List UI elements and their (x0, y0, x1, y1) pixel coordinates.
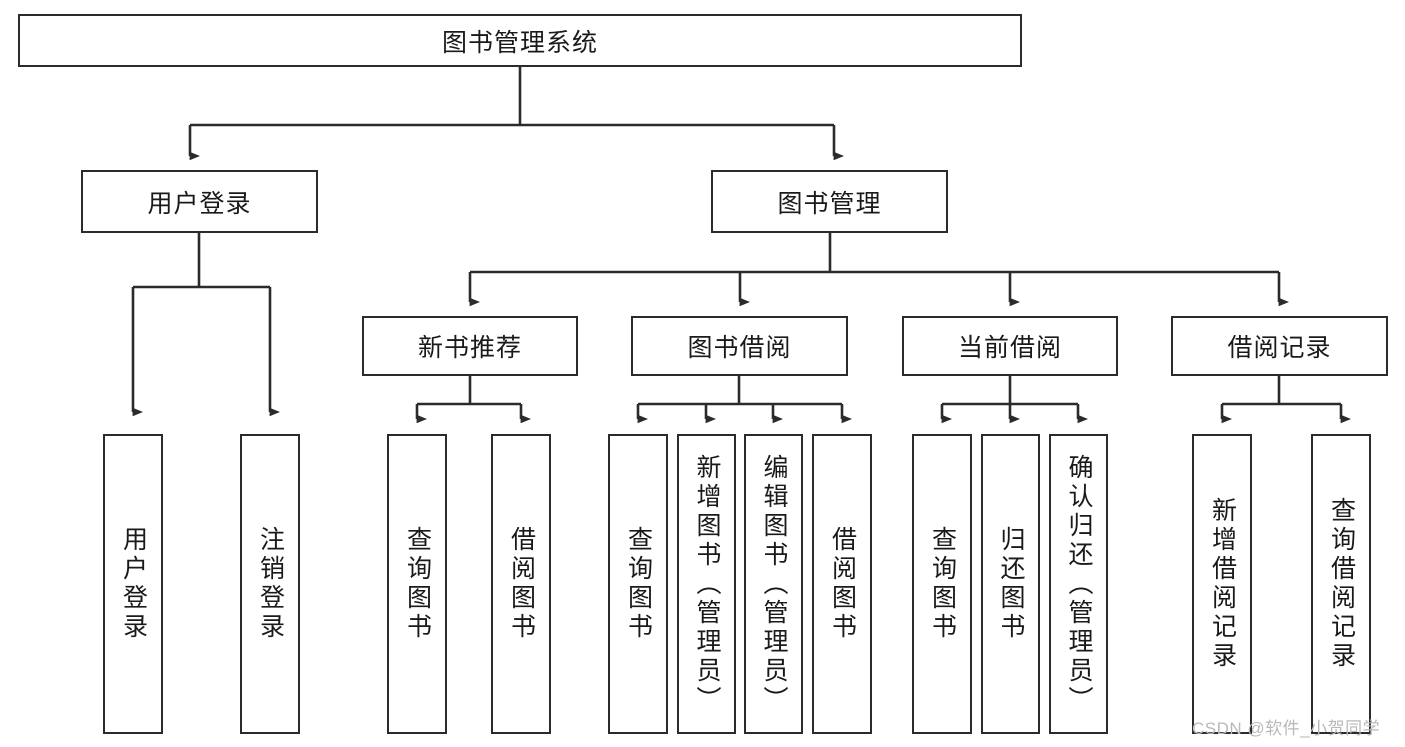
node-label: 归还图书 (997, 526, 1025, 642)
node-new-book-recommend[interactable]: 新书推荐 (362, 316, 578, 376)
node-label: 图书管理系统 (441, 28, 598, 57)
node-current-borrow[interactable]: 当前借阅 (902, 316, 1118, 376)
node-label: 借阅记录 (1227, 334, 1332, 362)
leaf-query-book-current[interactable]: 查询图书 (912, 434, 972, 734)
node-label: 查询图书 (624, 526, 653, 642)
node-label: 新增借阅记录 (1208, 497, 1237, 671)
node-book-manage[interactable]: 图书管理 (711, 170, 948, 233)
node-label: 图书管理 (777, 189, 882, 218)
leaf-return-book[interactable]: 归还图书 (981, 434, 1040, 734)
leaf-edit-book[interactable]: 编辑图书（管理员） (744, 434, 803, 734)
leaf-logout[interactable]: 注销登录 (240, 434, 300, 734)
node-label: 用户登录 (119, 526, 148, 642)
node-root-system[interactable]: 图书管理系统 (18, 14, 1022, 67)
watermark-text: CSDN @软件_小贺同学 (1192, 719, 1381, 738)
node-label: 查询图书 (928, 526, 957, 642)
leaf-query-book-rec[interactable]: 查询图书 (387, 434, 447, 734)
node-label: 新书推荐 (417, 334, 522, 362)
node-book-borrow[interactable]: 图书借阅 (631, 316, 848, 376)
leaf-borrow-book[interactable]: 借阅图书 (812, 434, 872, 734)
leaf-query-book-borrow[interactable]: 查询图书 (608, 434, 668, 734)
node-label: 注销登录 (256, 526, 285, 642)
leaf-borrow-book-rec[interactable]: 借阅图书 (491, 434, 551, 734)
node-label: 图书借阅 (687, 334, 792, 362)
node-label: 新增图书（管理员） (693, 453, 721, 715)
node-borrow-record[interactable]: 借阅记录 (1171, 316, 1388, 376)
node-label: 借阅图书 (828, 526, 857, 642)
leaf-add-borrow-record[interactable]: 新增借阅记录 (1192, 434, 1252, 734)
node-label: 借阅图书 (507, 526, 536, 642)
leaf-user-login[interactable]: 用户登录 (103, 434, 163, 734)
leaf-confirm-return[interactable]: 确认归还（管理员） (1049, 434, 1108, 734)
node-label: 用户登录 (147, 189, 252, 218)
node-user-login[interactable]: 用户登录 (81, 170, 318, 233)
node-label: 编辑图书（管理员） (760, 453, 788, 715)
node-label: 当前借阅 (957, 334, 1062, 362)
leaf-add-book[interactable]: 新增图书（管理员） (677, 434, 736, 734)
node-label: 确认归还（管理员） (1065, 453, 1093, 715)
node-label: 查询借阅记录 (1327, 497, 1356, 671)
node-label: 查询图书 (403, 526, 432, 642)
leaf-query-borrow-record[interactable]: 查询借阅记录 (1311, 434, 1371, 734)
